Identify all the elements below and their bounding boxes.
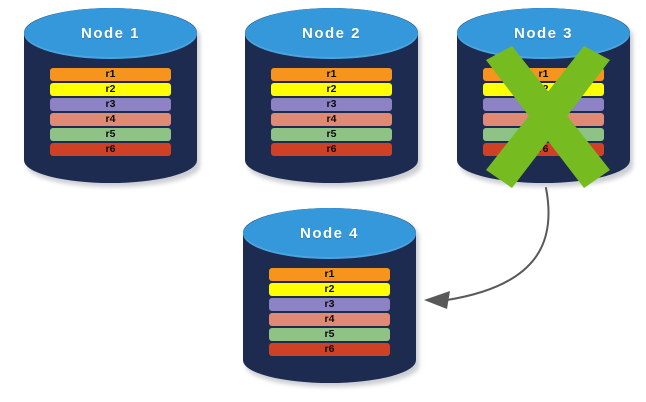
node-4-rows: r1 r2 r3 r4 r5 r6 (268, 267, 391, 356)
node-3-cylinder[interactable]: Node 3 r1 r2 r3 r4 r5 r6 (457, 8, 633, 187)
node-2-row-r2[interactable]: r2 (270, 82, 393, 96)
node-3-row-r6[interactable]: r6 (482, 142, 605, 156)
node-2-row-r1[interactable]: r1 (270, 67, 393, 81)
failover-arrow-line (446, 187, 550, 301)
node-3-row-r1[interactable]: r1 (482, 67, 605, 81)
node-4-row-r4[interactable]: r4 (268, 312, 391, 326)
node-3-row-r2[interactable]: r2 (482, 82, 605, 96)
node-1-row-r5[interactable]: r5 (49, 127, 172, 141)
node-4-top-disc (243, 208, 416, 259)
node-2-row-r5[interactable]: r5 (270, 127, 393, 141)
node-3-top-disc (457, 8, 630, 59)
node-2-row-r4[interactable]: r4 (270, 112, 393, 126)
node-2-rows: r1 r2 r3 r4 r5 r6 (270, 67, 393, 156)
node-1-rows: r1 r2 r3 r4 r5 r6 (49, 67, 172, 156)
node-1-row-r1[interactable]: r1 (49, 67, 172, 81)
node-1-row-r2[interactable]: r2 (49, 82, 172, 96)
node-4-row-r6[interactable]: r6 (268, 342, 391, 356)
node-2-row-r6[interactable]: r6 (270, 142, 393, 156)
node-1-row-r4[interactable]: r4 (49, 112, 172, 126)
node-4-row-r1[interactable]: r1 (268, 267, 391, 281)
node-1-top-disc (24, 8, 197, 59)
failover-arrow-head (424, 291, 450, 309)
node-1-row-r3[interactable]: r3 (49, 97, 172, 111)
node-1-row-r6[interactable]: r6 (49, 142, 172, 156)
node-4-cylinder[interactable]: Node 4 r1 r2 r3 r4 r5 r6 (243, 208, 419, 387)
node-2-cylinder[interactable]: Node 2 r1 r2 r3 r4 r5 r6 (245, 8, 421, 187)
node-2-row-r3[interactable]: r3 (270, 97, 393, 111)
node-1-cylinder[interactable]: Node 1 r1 r2 r3 r4 r5 r6 (24, 8, 200, 187)
node-3-row-r3[interactable]: r3 (482, 97, 605, 111)
node-3-row-r5[interactable]: r5 (482, 127, 605, 141)
node-3-rows: r1 r2 r3 r4 r5 r6 (482, 67, 605, 156)
node-4-row-r5[interactable]: r5 (268, 327, 391, 341)
node-4-row-r2[interactable]: r2 (268, 282, 391, 296)
node-3-row-r4[interactable]: r4 (482, 112, 605, 126)
node-2-top-disc (245, 8, 418, 59)
node-4-row-r3[interactable]: r3 (268, 297, 391, 311)
